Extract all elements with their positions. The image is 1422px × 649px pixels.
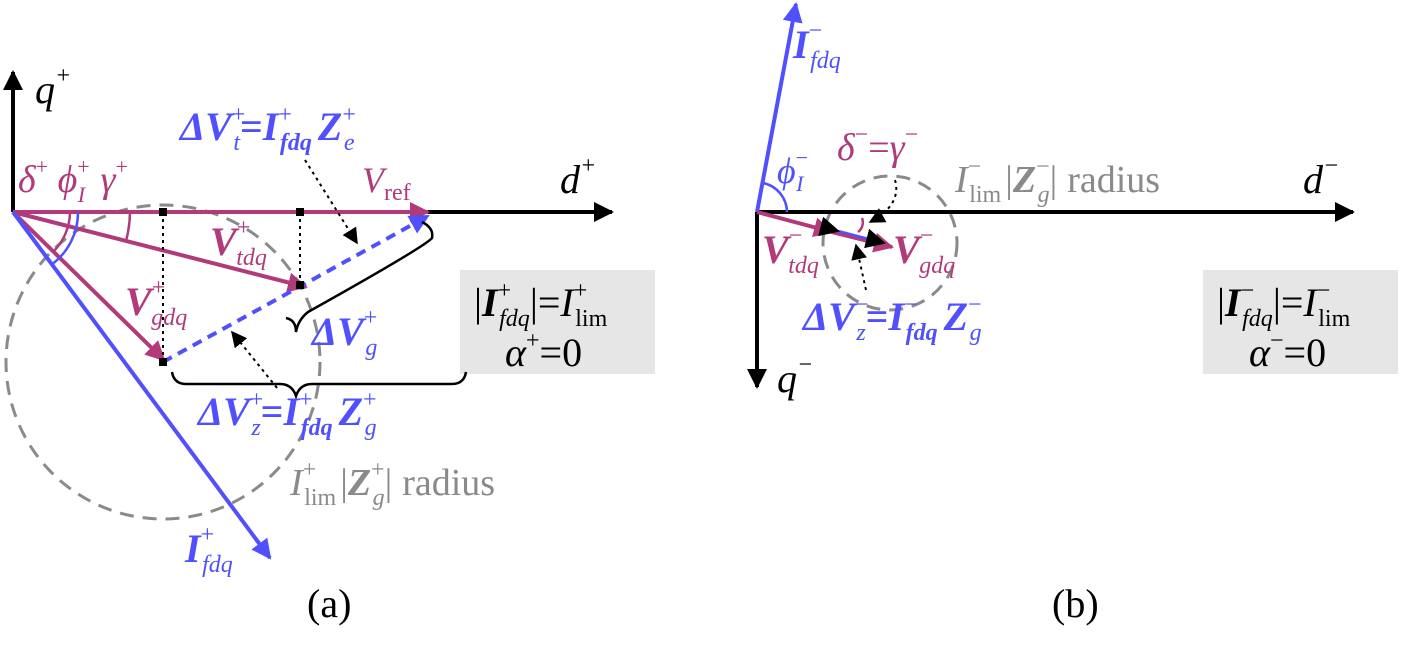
panel-a-box-line-1: |I+fdq|=I+lim — [474, 278, 608, 332]
panel-a-q-axis-label: q+ — [35, 63, 71, 112]
panel-a-ifdq-vector — [11, 210, 272, 560]
panel-a-vgdq-vector — [11, 210, 166, 362]
panel-b: I−fdq ϕ−I δ−=γ− I−lim|Z−g|radius d− q− V… — [747, 2, 1398, 626]
panel-a-delta-arc — [52, 211, 72, 253]
panel-a-delta-v-dashed-vector — [162, 214, 430, 364]
panel-b-vgdq-label: V−gdq — [893, 223, 955, 279]
panel-b-phi-arc — [762, 181, 789, 213]
panel-a-radius-label: I+lim|Z+g|radius — [289, 457, 495, 511]
panel-a-phi-arc — [50, 211, 80, 267]
panel-a-node-1 — [159, 208, 167, 216]
panel-b-phi-label: ϕ−I — [777, 145, 808, 196]
panel-a-pointer-dvz — [230, 330, 278, 389]
panel-b-delta-arc — [857, 217, 865, 234]
panel-b-ifdq-label: I−fdq — [792, 18, 841, 74]
panel-a-brace-bottom — [170, 371, 468, 400]
panel-a-pointer-dvt — [304, 159, 358, 245]
panel-b-caption: (b) — [1052, 581, 1099, 626]
panel-a-angle-labels: δ+ ϕ+I γ+ — [18, 141, 128, 211]
panel-b-q-axis-label: q− — [777, 352, 813, 401]
panel-b-vgdq-vector — [831, 230, 894, 253]
panel-a-caption: (a) — [307, 581, 351, 626]
panel-b-box-line-1: |I−fdq|=I−lim — [1217, 278, 1351, 332]
panel-a-gamma-arc — [124, 211, 132, 242]
panel-a-node-4 — [159, 358, 167, 366]
panel-a-node-2 — [296, 208, 304, 216]
panel-a-brace-right — [285, 220, 434, 333]
panel-a-box-line-2: α+=0 — [505, 328, 582, 375]
panel-a-dvg-label: ΔV+g — [310, 305, 377, 361]
panel-a-vtdq-label: V+tdq — [210, 215, 267, 271]
panel-b-radius-label: I−lim|Z−g|radius — [954, 154, 1160, 208]
panel-a: q+ d+ δ+ ϕ+I γ+ Vref V+tdq V+gdq I+fdq Δ… — [2, 63, 655, 626]
panel-b-current-limit-circle — [821, 174, 959, 312]
panel-b-dvz-vector — [818, 216, 886, 249]
panel-b-vtdq-label: V−tdq — [762, 223, 819, 279]
panel-b-ifdq-vector — [755, 2, 803, 213]
panel-a-d-axis-label: d+ — [560, 153, 596, 202]
panel-b-pointer-delta — [868, 179, 898, 223]
panel-a-node-3 — [296, 281, 304, 289]
panel-a-ifdq-label: I+fdq — [184, 522, 233, 578]
panel-a-condition-box — [460, 270, 655, 374]
panel-b-d-axis-label: d− — [1303, 153, 1339, 202]
panel-a-current-limit-circle — [4, 203, 322, 521]
panel-a-vgdq-label: V+gdq — [125, 275, 187, 331]
panel-b-box-line-2: α−=0 — [1249, 328, 1326, 375]
panel-a-vtdq-vector — [12, 210, 308, 293]
panel-b-delta-gamma-label: δ−=γ− — [837, 122, 918, 169]
panel-b-condition-box — [1203, 270, 1398, 374]
panel-b-pointer-dvz — [851, 243, 867, 291]
panel-a-vref-label: Vref — [362, 160, 411, 206]
